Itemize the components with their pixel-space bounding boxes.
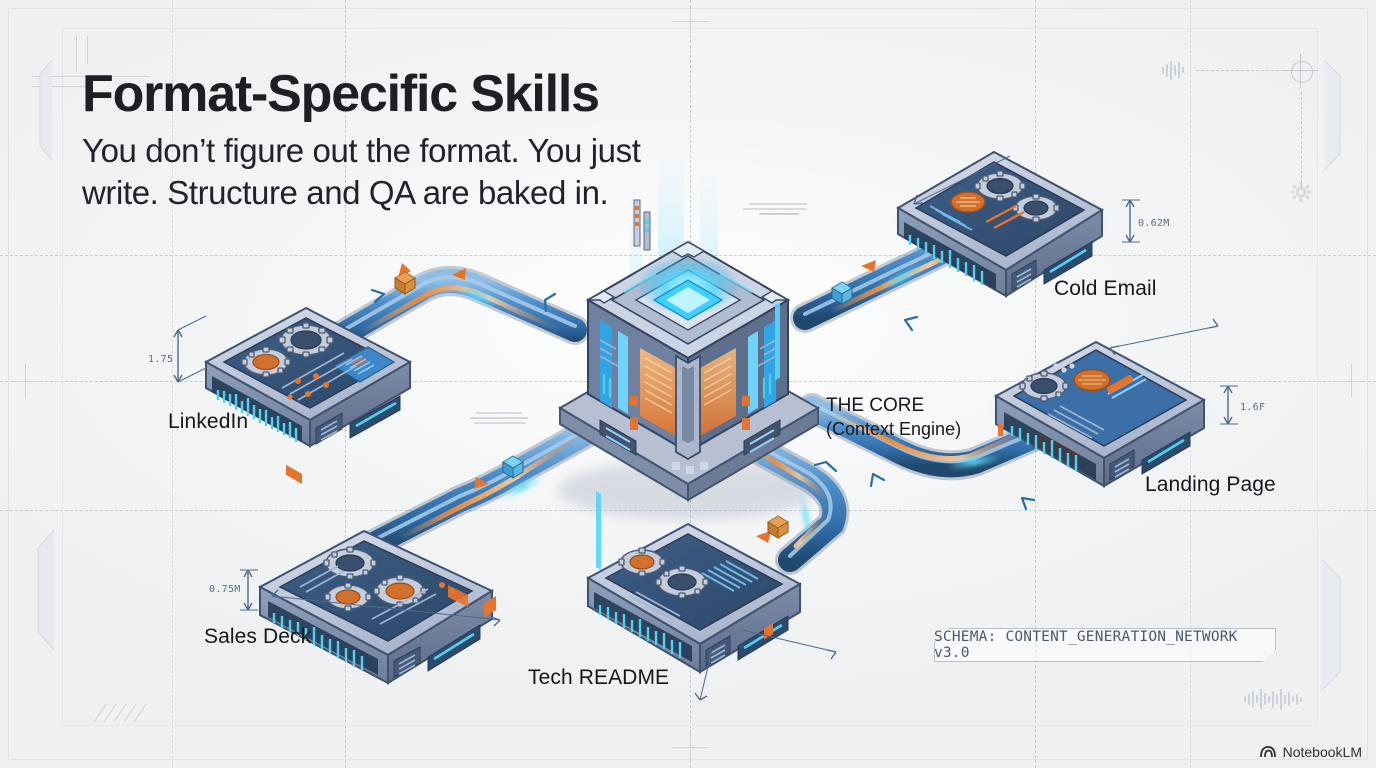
dimension-label-landing-page: 1.6F xyxy=(1240,402,1266,413)
right-tab-top xyxy=(1323,60,1341,170)
node-label-cold-email: Cold Email xyxy=(1054,277,1157,300)
node-tech-readme xyxy=(585,522,803,674)
guide-horizontal-3 xyxy=(0,510,1376,511)
pipe-core-to-sales-deck xyxy=(355,415,607,561)
node-sales-deck xyxy=(257,529,496,685)
guide-dash-topright xyxy=(1196,70,1284,71)
page-title: Format-Specific Skills xyxy=(82,65,600,123)
right-tab-bottom xyxy=(1321,560,1341,690)
pipe-core-to-tech-readme xyxy=(725,425,850,575)
schema-badge-frame xyxy=(934,628,1276,662)
core-label: THE CORE (Context Engine) xyxy=(826,394,961,440)
node-landing-page xyxy=(993,340,1207,488)
waveform-icon-bottomright xyxy=(1244,688,1302,710)
guide-horizontal-2 xyxy=(0,381,1376,382)
dimension-label-sales-deck: 0.75M xyxy=(209,584,241,595)
core-label-subname: (Context Engine) xyxy=(826,418,962,439)
schema-badge-label: SCHEMA: CONTENT_GENERATION_NETWORK v3.0 xyxy=(934,629,1238,661)
node-label-landing-page: Landing Page xyxy=(1145,473,1276,496)
page-subtitle: You don’t figure out the format. You jus… xyxy=(82,132,641,211)
crosshair-target-icon xyxy=(1284,54,1318,88)
dimension-lines xyxy=(173,155,1238,701)
dimension-label-linkedin: 1.75 xyxy=(148,354,174,365)
guide-vertical-4 xyxy=(172,0,173,768)
pipe-core-to-linkedin xyxy=(315,265,590,357)
data-chip-group xyxy=(394,271,853,539)
guide-vertical-2 xyxy=(690,0,691,768)
watermark: NotebookLM xyxy=(1259,744,1362,760)
dimension-label-cold-email: 0.62M xyxy=(1138,218,1170,229)
notebooklm-logo-icon xyxy=(1259,746,1276,758)
annotation-callout-core-top xyxy=(735,203,807,218)
node-linkedin xyxy=(203,306,413,485)
waveform-icon-topright xyxy=(1162,60,1184,80)
pipe-core-to-cold-email xyxy=(790,207,1015,333)
schema-badge: SCHEMA: CONTENT_GENERATION_NETWORK v3.0 xyxy=(934,628,1276,662)
guide-horizontal-1 xyxy=(0,255,1376,256)
left-tab-bottom xyxy=(37,530,55,650)
left-tab-top xyxy=(39,60,53,160)
node-label-tech-readme: Tech README xyxy=(528,666,670,689)
flow-arrow-orange-group xyxy=(398,260,876,543)
node-cold-email xyxy=(896,150,1104,298)
node-label-sales-deck: Sales Deck xyxy=(204,625,312,648)
guide-dash-topright-v xyxy=(1301,92,1302,188)
core-label-name: THE CORE xyxy=(826,395,925,416)
bottom-left-hatch xyxy=(93,703,147,723)
node-label-linkedin: LinkedIn xyxy=(168,410,249,433)
annotation-callout-core-left xyxy=(470,412,548,427)
watermark-label: NotebookLM xyxy=(1282,744,1362,760)
